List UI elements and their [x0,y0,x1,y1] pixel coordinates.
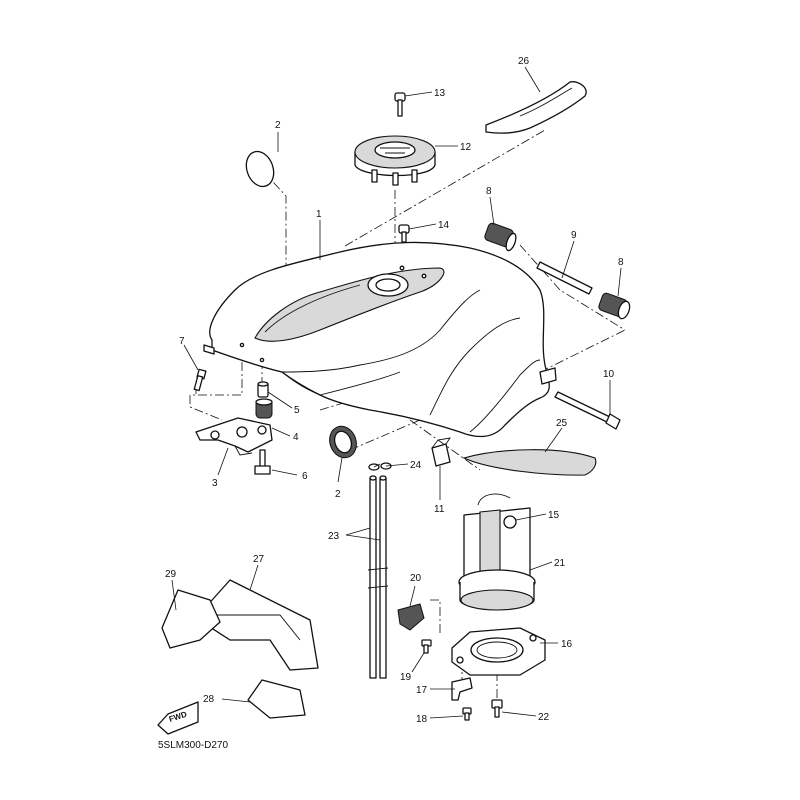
callout-19: 19 [400,672,412,683]
screw-14 [398,224,410,243]
clip-11 [431,437,451,467]
cover-26 [485,81,587,134]
pipe [536,261,593,295]
cover-28 [247,679,306,719]
callout-3: 3 [212,478,218,489]
callout-5: 5 [294,405,300,416]
callout-2-upper: 2 [275,120,281,131]
grommet-lower [598,292,631,320]
callout-9: 9 [571,230,577,241]
bolt-10 [554,391,621,430]
callout-13: 13 [434,88,446,99]
callout-4: 4 [293,432,299,443]
callout-6: 6 [302,471,308,482]
cover-29 [161,589,221,649]
callout-28: 28 [203,694,215,705]
callout-21: 21 [554,558,566,569]
callout-8-upper: 8 [486,186,492,197]
rubber-damper [255,398,273,419]
filler-cap [354,135,436,186]
bolt-22 [491,699,503,718]
callout-20: 20 [410,573,422,584]
callout-7: 7 [179,336,185,347]
emblem-upper [245,150,275,188]
callout-1: 1 [316,209,322,220]
fuel-sender-clip [397,603,425,631]
fuel-pump [458,493,536,611]
screw-13 [394,92,406,117]
callout-2-lower: 2 [335,489,341,500]
callout-12: 12 [460,142,472,153]
callout-10: 10 [603,369,615,380]
callout-17: 17 [416,685,428,696]
callout-11: 11 [434,504,445,515]
callout-26: 26 [518,56,530,67]
pump-plate [451,627,546,676]
callout-27: 27 [253,554,265,565]
grommet-upper [484,222,517,252]
callout-8-lower: 8 [618,257,624,268]
callout-15: 15 [548,510,560,521]
screw-19 [421,639,432,654]
bolt-7 [193,368,207,392]
callout-22: 22 [538,712,550,723]
callout-labels: 1 2 2 3 4 5 6 7 8 8 9 10 11 12 13 14 15 … [165,56,624,725]
emblem-lower [329,425,357,459]
tank-bracket [195,417,273,456]
callout-25: 25 [556,418,568,429]
leader-lines [171,66,622,719]
collar [257,381,269,398]
fuel-tank [203,241,557,438]
screw-18 [462,707,472,721]
callout-24: 24 [410,460,422,471]
cover-27 [195,579,319,671]
callout-14: 14 [438,220,450,231]
assembly-lines [189,129,626,700]
callout-23: 23 [328,531,340,542]
bolt-6 [254,449,271,475]
fwd-arrow-icon: FWD [157,701,199,735]
callout-18: 18 [416,714,428,725]
drain-hoses [367,475,389,679]
callout-29: 29 [165,569,177,580]
bracket-17 [451,677,473,701]
side-cover-25 [462,449,597,476]
drawing-code: 5SLM300-D270 [158,740,228,751]
callout-16: 16 [561,639,573,650]
